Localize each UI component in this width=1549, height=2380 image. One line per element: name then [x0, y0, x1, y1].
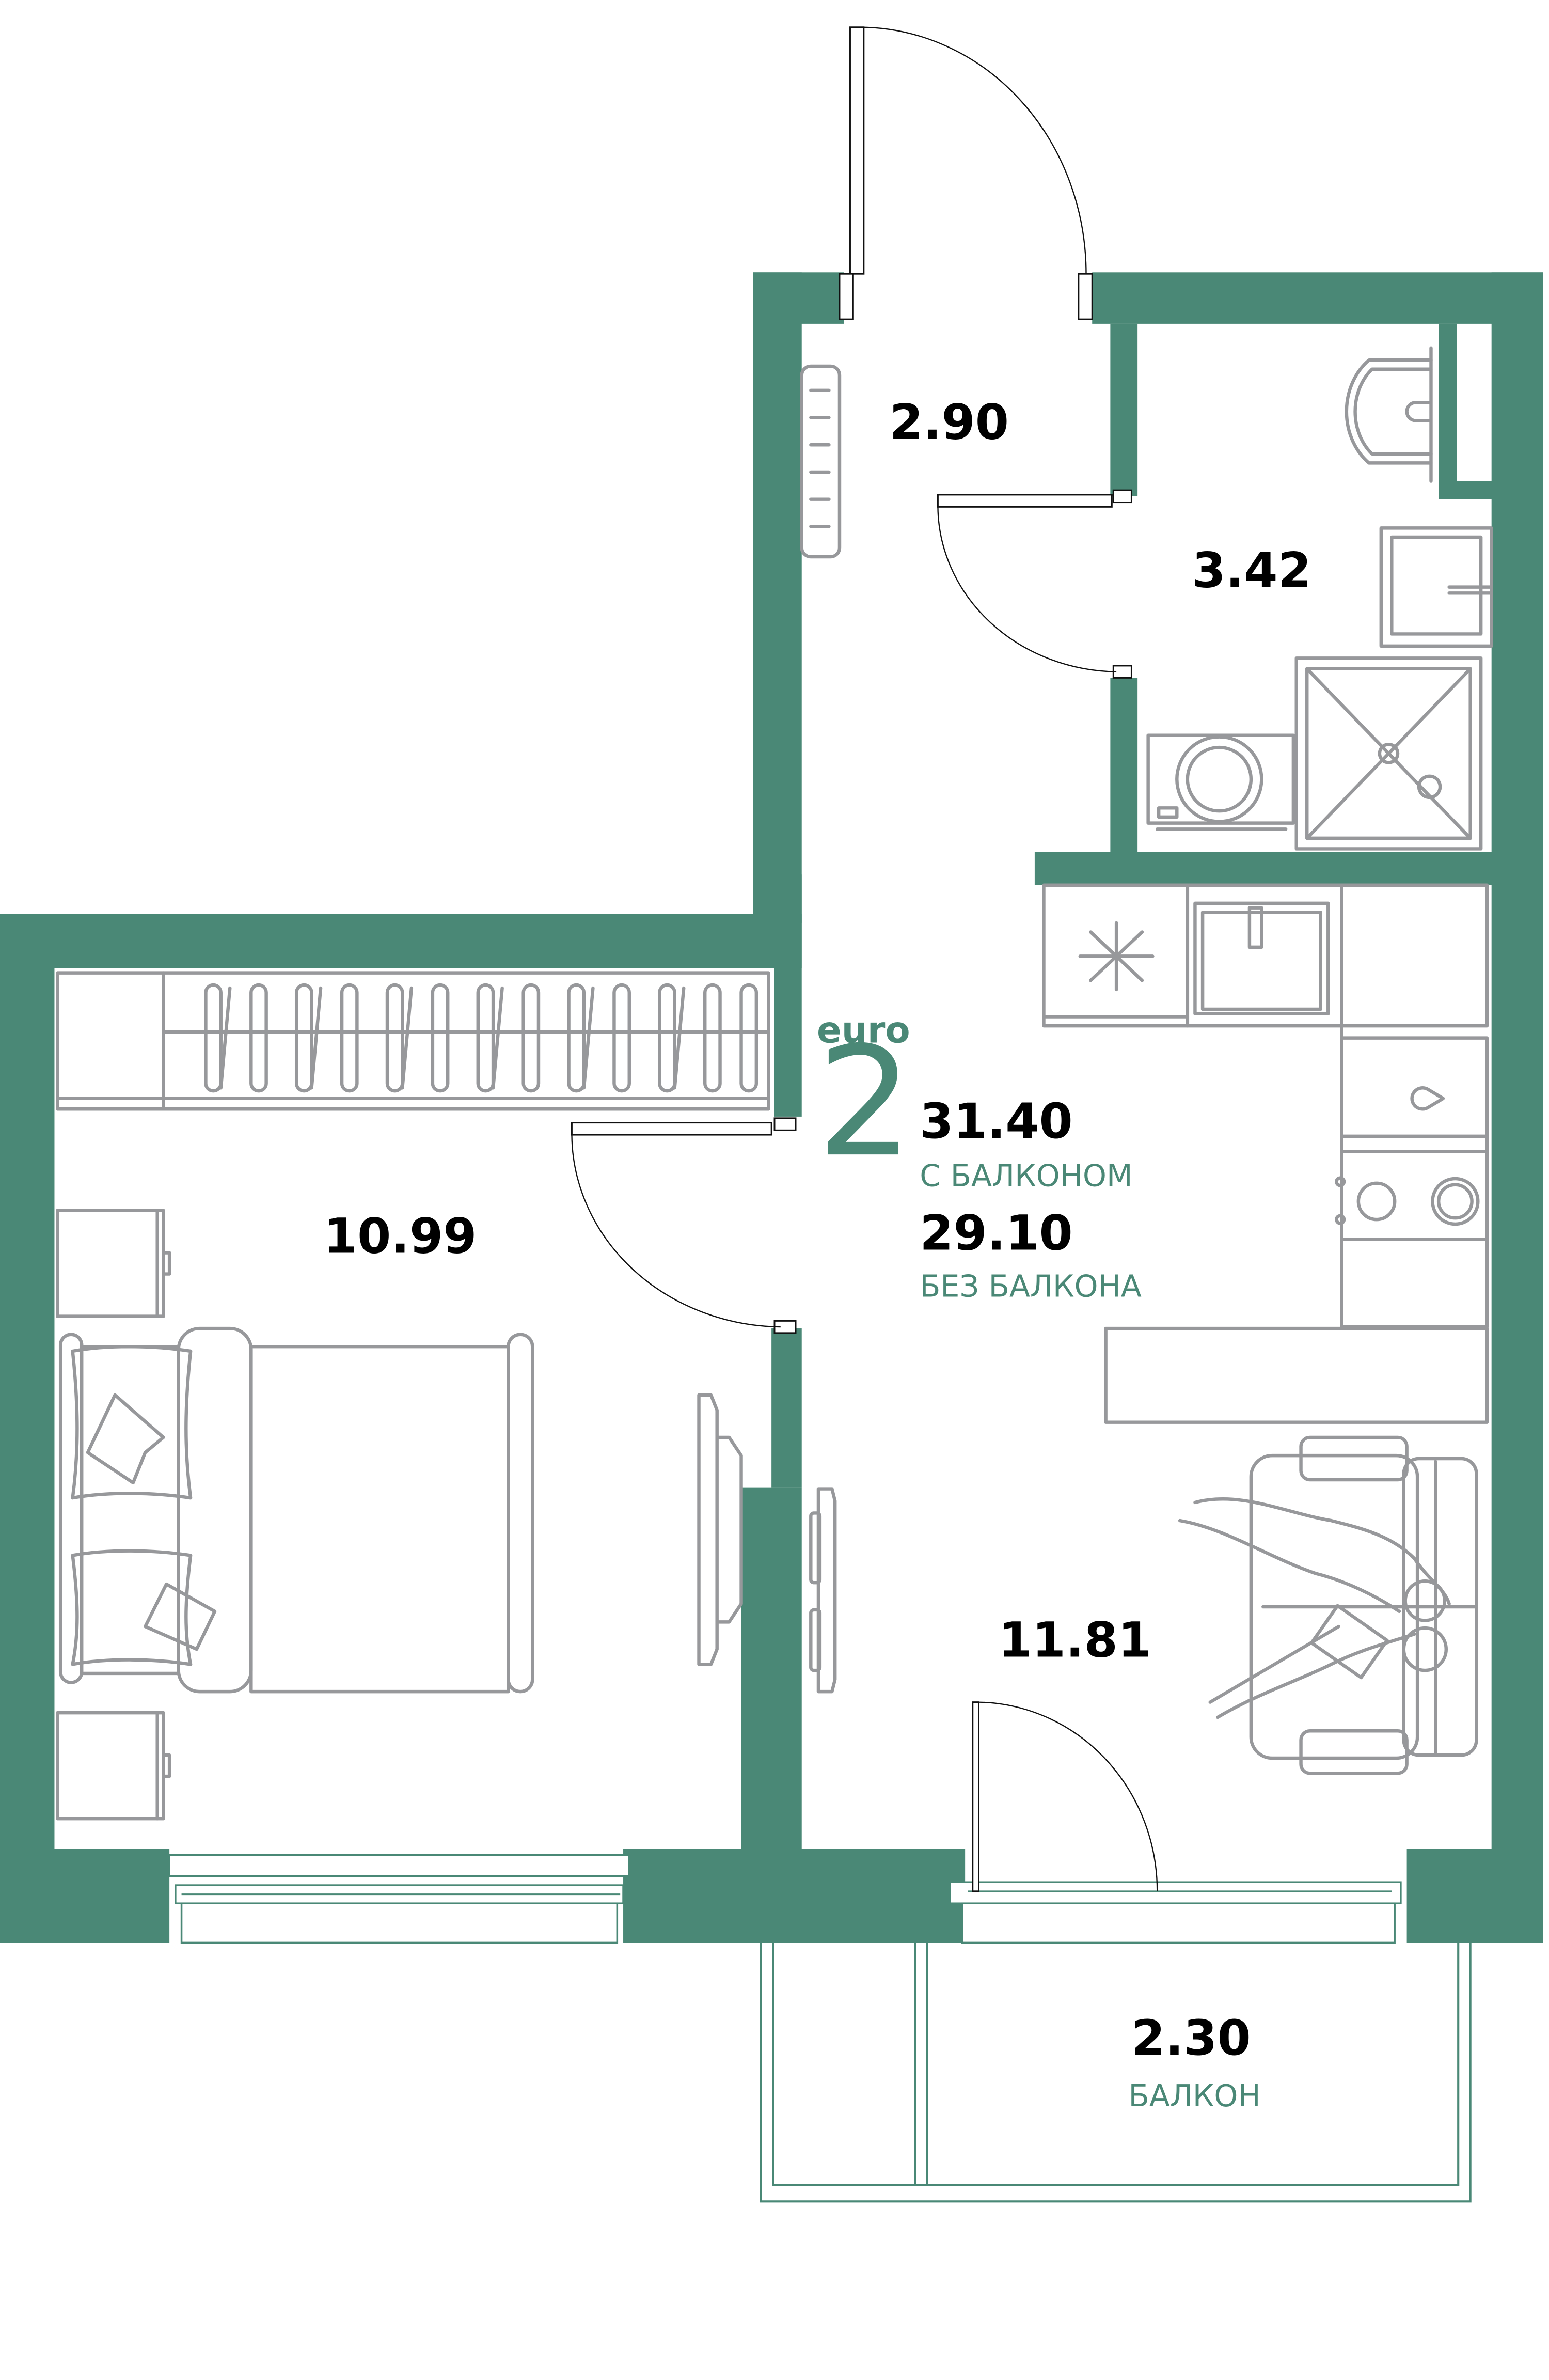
- kitchen-sink-icon: [1193, 901, 1330, 1015]
- wardrobe-icon: [56, 971, 770, 1111]
- people-on-sofa-icon: [1178, 1497, 1451, 1719]
- room-area-bedroom: 10.99: [324, 1209, 477, 1265]
- room-area-hallway: 2.90: [890, 395, 1009, 451]
- window-living: [949, 1881, 1402, 1944]
- total-area-with-balcony: 31.40: [920, 1093, 1073, 1150]
- nightstand-top: [56, 1209, 171, 1318]
- balcony: [760, 1943, 1472, 2203]
- total-area-without-balcony: 29.10: [920, 1205, 1073, 1262]
- shower-icon: [1294, 656, 1483, 851]
- with-balcony-label: С БАЛКОНОМ: [920, 1158, 1132, 1194]
- toilet-icon: [1345, 346, 1433, 483]
- room-area-bathroom: 3.42: [1192, 543, 1311, 599]
- bedroom-tv-icon: [697, 1393, 743, 1666]
- dining-table: [1104, 1326, 1489, 1424]
- bed-icon: [58, 1326, 534, 1694]
- faucet-drop-icon: [1410, 1086, 1445, 1111]
- bedroom-door[interactable]: [571, 1117, 797, 1334]
- room-area-kitchen-living: 11.81: [999, 1612, 1152, 1669]
- sink-icon: [1379, 526, 1493, 648]
- bathroom-door[interactable]: [937, 489, 1132, 679]
- washing-machine-icon: [1146, 733, 1295, 831]
- balcony-door[interactable]: [972, 1701, 1158, 1892]
- snowflake-icon: [1078, 921, 1155, 992]
- room-area-balcony: 2.30: [1131, 2010, 1251, 2066]
- apartment-rooms-count: 2: [817, 1014, 913, 1191]
- walls: [0, 272, 1543, 1943]
- entry-door[interactable]: [839, 26, 1093, 320]
- stove-icon: [1335, 1176, 1480, 1226]
- tv-icon: [809, 1487, 837, 1694]
- hangers: [204, 983, 758, 1093]
- kitchen-counter: [1042, 883, 1489, 1329]
- shoe-rack-icon: [800, 364, 842, 559]
- balcony-label: БАЛКОН: [1129, 2078, 1261, 2113]
- window-bedroom: [168, 1854, 630, 1944]
- nightstand-bottom: [56, 1711, 171, 1821]
- without-balcony-label: БЕЗ БАЛКОНА: [920, 1269, 1142, 1304]
- apartment-type-prefix: euro: [817, 1009, 910, 1051]
- sofa-icon: [1249, 1435, 1478, 1775]
